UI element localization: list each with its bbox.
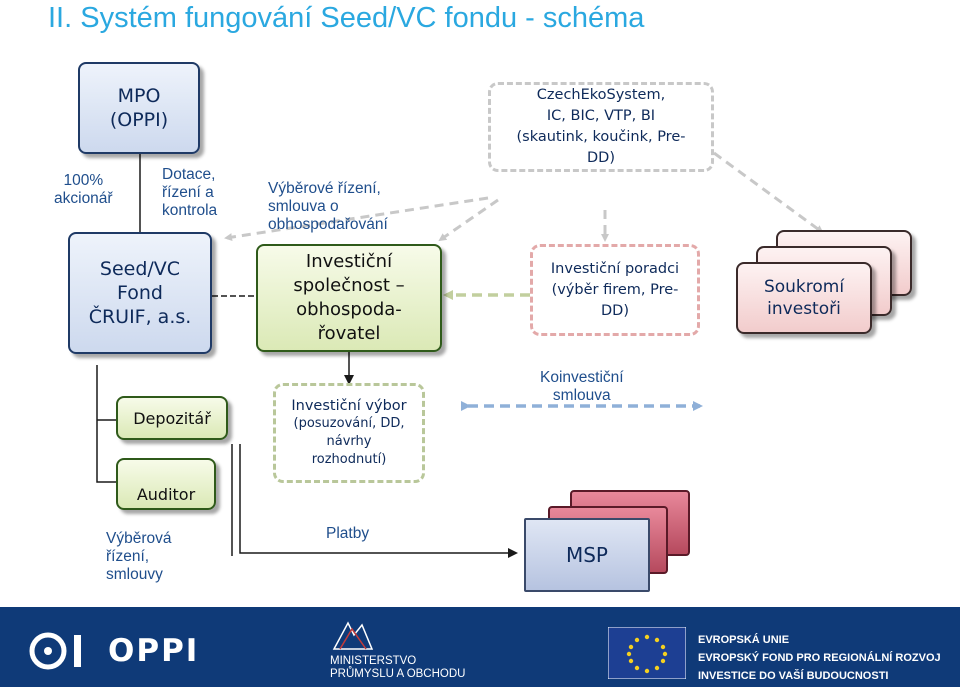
eu-line-3: INVESTICE DO VAŠÍ BUDOUCNOSTI: [698, 670, 889, 682]
investicni-spolecnost-box: Investiční společnost – obhospoda-řovatel: [256, 244, 442, 352]
cz-line-1: CzechEkoSystem,: [536, 87, 666, 103]
dotace-label: Dotace, řízení a kontrola: [162, 166, 217, 220]
vyberova-line-3: smlouvy: [106, 566, 163, 583]
vyberova-rizeni-label: Výběrová řízení, smlouvy: [106, 530, 171, 584]
koinvest-line-1: Koinvestiční: [540, 369, 624, 386]
dotace-line-1: Dotace,: [162, 166, 216, 183]
koinvest-line-2: smlouva: [552, 387, 611, 404]
vyberove-line-1: Výběrové řízení,: [268, 180, 381, 197]
vybor-line-3: návrhy: [326, 434, 372, 449]
vyberova-line-1: Výběrová: [106, 530, 172, 547]
seed-line-3: ČRUIF, a.s.: [88, 306, 192, 328]
ministry-line-2: PRŮMYSLU A OBCHODU: [330, 668, 466, 680]
is-line-1: Investiční: [305, 251, 393, 272]
cz-line-4: DD): [586, 150, 615, 166]
vyberove-rizeni-label: Výběrové řízení, smlouva o obhospodařová…: [268, 180, 388, 234]
eu-line-2: EVROPSKÝ FOND PRO REGIONÁLNÍ ROZVOJ: [698, 652, 941, 664]
seed-line-2: Fond: [117, 282, 163, 304]
vyberove-line-2: smlouva o: [268, 198, 339, 215]
investicni-vybor-box: Investiční výbor (posuzování, DD, návrhy ro…: [273, 383, 425, 483]
poradci-line-2: (výběr firem, Pre-: [551, 281, 679, 298]
vybor-line-1: Investiční výbor: [291, 398, 407, 414]
platby-bracket: [239, 444, 518, 558]
cz-line-3: (skautink, koučink, Pre-: [516, 129, 686, 145]
mpo-line-2: (OPPI): [109, 109, 169, 131]
seed-line-1: Seed/VC: [99, 258, 181, 280]
ministry-label: MINISTERSTVO PRŮMYSLU A OBCHODU: [330, 655, 465, 681]
footer-bar: OPPI MINISTERSTVO PRŮMYSLU A OBCHODU EVR…: [0, 607, 960, 687]
akcionar-label: 100% akcionář: [54, 172, 113, 208]
cz-is-arrow: [438, 198, 499, 242]
eu-line-1: EVROPSKÁ UNIE: [698, 634, 790, 646]
akcionar-line-2: akcionář: [54, 190, 113, 207]
msp-label: MSP: [565, 543, 608, 567]
investicni-poradci-box: Investiční poradci (výběr firem, Pre- DD): [530, 244, 700, 336]
ministry-line-1: MINISTERSTVO: [330, 655, 417, 667]
vyberova-line-2: řízení,: [106, 548, 150, 565]
depozitar-label: Depozitář: [133, 408, 211, 428]
oppi-text: OPPI: [108, 633, 200, 669]
is-line-3: obhospoda-: [296, 299, 402, 320]
auditor-box: Auditor: [116, 458, 216, 510]
eu-label: EVROPSKÁ UNIE EVROPSKÝ FOND PRO REGIONÁL…: [698, 631, 941, 685]
dotace-line-3: kontrola: [162, 202, 218, 219]
czechekosystem-box: CzechEkoSystem, IC, BIC, VTP, BI (skautink…: [488, 82, 714, 172]
mpo-box: MPO(OPPI): [78, 62, 200, 154]
soukromi-line-2: investoři: [767, 299, 841, 319]
eu-flag-icon: [608, 627, 686, 679]
is-line-2: společnost –: [293, 275, 405, 296]
soukromi-line-1: Soukromí: [763, 277, 845, 297]
msp-box: MSP: [524, 518, 650, 592]
vybor-line-2: (posuzování, DD,: [293, 416, 405, 431]
ministry-emblem-icon: [332, 621, 374, 650]
auditor-label: Auditor: [136, 484, 196, 504]
cz-soukromi-arrow: [713, 151, 824, 234]
depozitar-box: Depozitář: [116, 396, 228, 440]
poradci-line-1: Investiční poradci: [550, 260, 680, 277]
seed-bracket: [96, 365, 116, 483]
platby-label: Platby: [326, 525, 370, 542]
vybor-line-4: rozhodnutí): [311, 452, 387, 467]
mpo-line-1: MPO: [117, 85, 161, 107]
cz-line-2: IC, BIC, VTP, BI: [546, 108, 656, 124]
vyberove-line-3: obhospodařování: [268, 216, 388, 233]
page-title: II. Systém fungování Seed/VC fondu - sch…: [48, 2, 645, 34]
is-line-4: řovatel: [317, 323, 381, 344]
dotace-line-2: řízení a: [162, 184, 214, 201]
poradci-line-3: DD): [600, 302, 629, 319]
oppi-logo-icon: [29, 632, 81, 670]
akcionar-line-1: 100%: [63, 172, 104, 189]
koinvesticni-label: Koinvestiční smlouva: [540, 369, 624, 405]
